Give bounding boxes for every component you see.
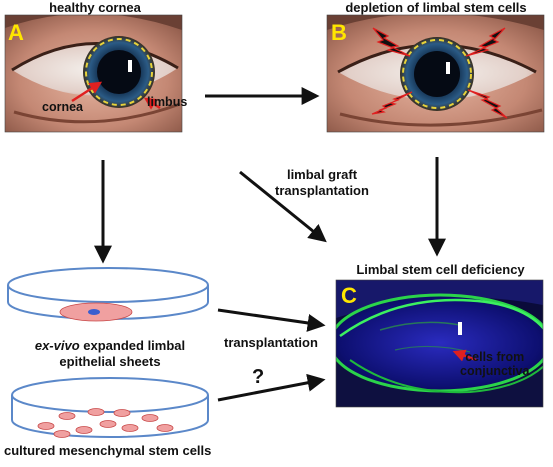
graft-line1: limbal graft (286, 167, 358, 182)
exvivo-italic: ex-vivo (34, 338, 80, 353)
panel-b-photo (327, 15, 544, 132)
limbus-label: limbus (147, 95, 188, 109)
cells-label-line1: cells from (465, 350, 525, 364)
cell (156, 424, 174, 432)
cell (87, 408, 105, 416)
panel-c-letter: C (341, 283, 357, 308)
petri-dish-epithelial (7, 267, 209, 322)
cell (99, 420, 117, 428)
mesenchymal-cells (37, 408, 174, 438)
lightning-bolt-icon (372, 27, 411, 57)
panel-b-title: depletion of limbal stem cells (345, 0, 527, 15)
cell (75, 426, 93, 434)
cornea-label: cornea (42, 100, 83, 114)
cell (53, 430, 71, 438)
exvivo-rest: expanded limbal (79, 338, 186, 353)
arrow-mesenchymal-to-c (217, 373, 326, 402)
cell (37, 422, 55, 430)
panel-a-photo (5, 15, 182, 132)
panel-b-frame (326, 14, 545, 133)
cells-label-line2: conjunctiva (460, 364, 530, 378)
panel-a-letter: A (8, 20, 24, 45)
arrow-sheets-to-c (217, 308, 326, 332)
panel-c-title: Limbal stem cell deficiency (356, 262, 525, 277)
mesenchymal-label: cultured mesenchymal stem cells (4, 443, 212, 458)
limbus-pointer-arrow (143, 97, 161, 110)
graft-line2: transplantation (275, 183, 369, 198)
panel-b-letter: B (331, 20, 347, 45)
panel-a-title: healthy cornea (49, 0, 141, 15)
arrow-graft-to-c (239, 170, 327, 243)
exvivo-label: ex-vivo expanded limbal epithelial sheet… (10, 338, 210, 370)
cell (121, 424, 139, 432)
cells-from-conjunctiva-label: cells from conjunctiva (460, 350, 529, 378)
question-mark: ? (252, 366, 265, 388)
lightning-bolt-icon (467, 89, 508, 119)
transplantation-label: transplantation (224, 335, 318, 350)
panel-a-frame (4, 14, 183, 133)
cell (141, 414, 159, 422)
exvivo-line2: epithelial sheets (59, 354, 161, 369)
panel-c-photo (336, 280, 543, 407)
lightning-bolt-icon (465, 27, 506, 57)
cell (58, 412, 76, 420)
cornea-pointer-arrow (71, 81, 103, 103)
conjunctiva-pointer-arrow (452, 349, 477, 362)
limbal-graft-label: limbal graft transplantation (262, 167, 382, 199)
panel-c-frame (335, 279, 544, 408)
cell (113, 409, 131, 417)
lightning-bolt-icon (371, 91, 413, 115)
